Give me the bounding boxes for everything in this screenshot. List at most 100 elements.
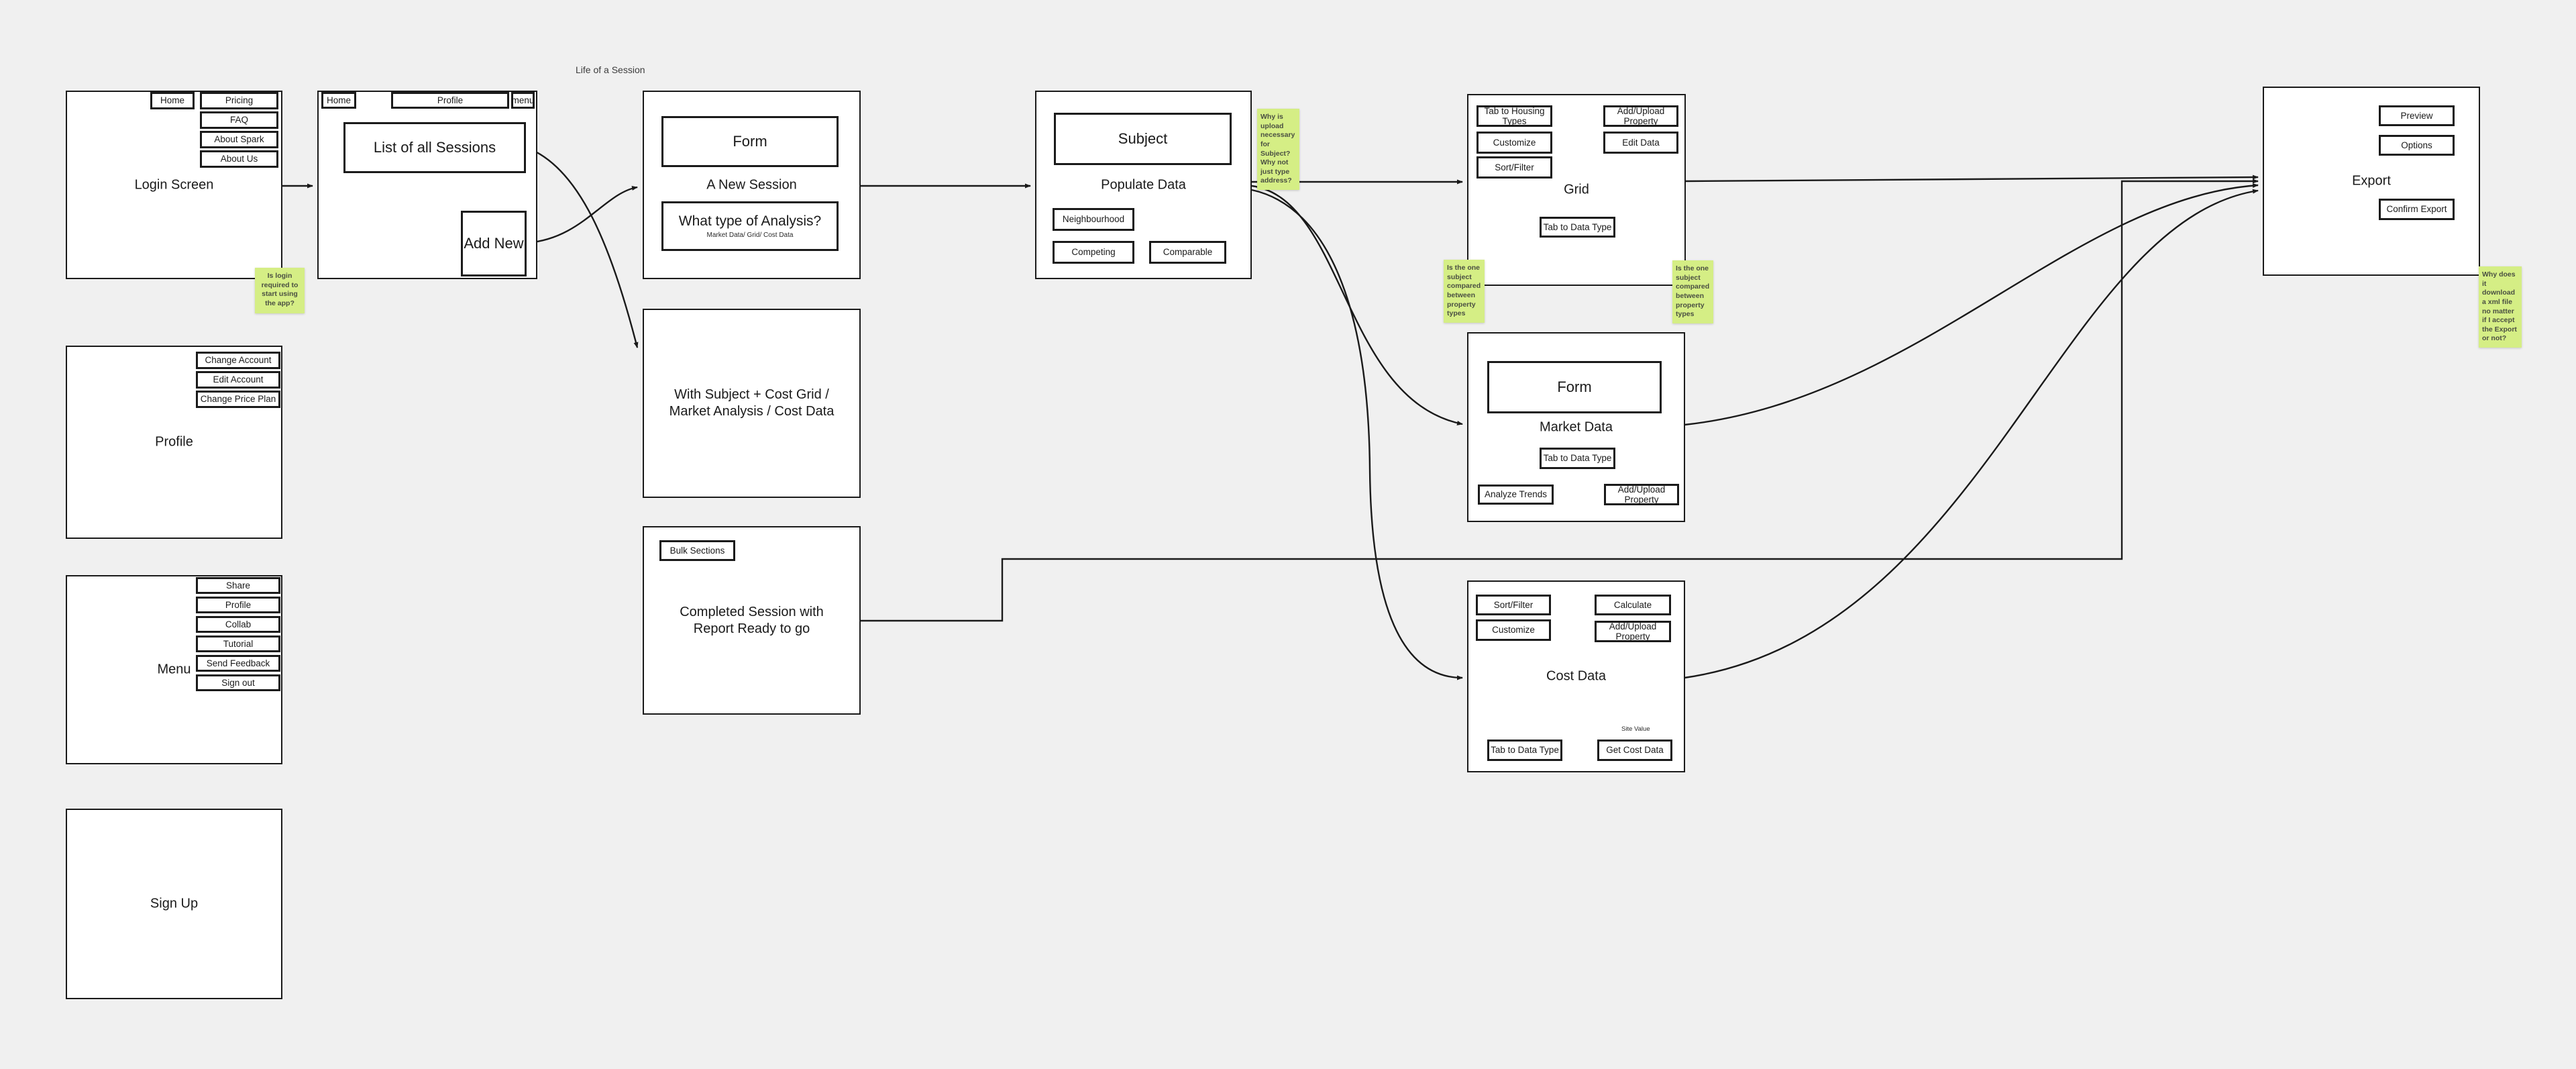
menu-nav-collab[interactable]: Collab	[196, 616, 280, 633]
sticky-note-subject[interactable]: Why is upload necessary for Subject? Why…	[1257, 109, 1299, 191]
grid-sort-filter-button[interactable]: Sort/Filter	[1477, 156, 1552, 179]
get-cost-data-button[interactable]: Get Cost Data	[1597, 740, 1672, 761]
login-nav-faq-label: FAQ	[229, 115, 248, 125]
tab-to-housing-types-button[interactable]: Tab to Housing Types	[1477, 105, 1552, 127]
sticky-note-grid-left[interactable]: Is the one subject compared between prop…	[1444, 260, 1485, 323]
menu-nav-share[interactable]: Share	[196, 577, 280, 594]
screen-signup[interactable]: Sign Up	[66, 809, 282, 999]
profile-nav-edit-account[interactable]: Edit Account	[196, 371, 280, 389]
cost-add-upload-property-button[interactable]: Add/Upload Property	[1595, 621, 1671, 642]
market-data-form-box[interactable]: Form	[1487, 361, 1662, 413]
export-label: Export	[2352, 173, 2391, 189]
market-tab-to-data-type-button[interactable]: Tab to Data Type	[1540, 448, 1615, 469]
diagram-title: Life of a Session	[576, 64, 645, 75]
connector-list-to-with-subject	[526, 146, 639, 348]
confirm-export-button[interactable]: Confirm Export	[2379, 199, 2455, 220]
connector-populate-to-cost	[1251, 189, 1463, 680]
screen-profile[interactable]: Change Account Edit Account Change Price…	[66, 346, 282, 539]
market-add-upload-property-label: Add/Upload Property	[1617, 484, 1666, 505]
screen-new-session[interactable]: Form A New Session What type of Analysis…	[643, 91, 861, 279]
calculate-button[interactable]: Calculate	[1595, 595, 1671, 615]
with-subject-label: With Subject + Cost Grid / Market Analys…	[669, 387, 835, 419]
options-button[interactable]: Options	[2379, 135, 2455, 156]
screen-menu[interactable]: Share Profile Collab Tutorial Send Feedb…	[66, 575, 282, 764]
cost-customize-button[interactable]: Customize	[1476, 619, 1551, 641]
list-of-all-sessions-button[interactable]: List of all Sessions	[343, 122, 526, 173]
screen-grid[interactable]: Tab to Housing Types Customize Sort/Filt…	[1467, 94, 1686, 286]
menu-nav-tutorial-label: Tutorial	[223, 638, 254, 649]
edit-data-button[interactable]: Edit Data	[1603, 132, 1678, 154]
profile-nav-change-price-plan-label: Change Price Plan	[200, 394, 276, 405]
market-tab-to-data-type-label: Tab to Data Type	[1543, 453, 1612, 464]
screen-completed-session[interactable]: Bulk Sections Completed Session with Rep…	[643, 526, 861, 715]
login-tab-home[interactable]: Home	[150, 92, 195, 109]
grid-customize-button[interactable]: Customize	[1477, 132, 1552, 154]
login-label: Login Screen	[134, 177, 214, 192]
login-nav-about-us[interactable]: About Us	[200, 150, 278, 168]
market-add-upload-property-button[interactable]: Add/Upload Property	[1604, 484, 1679, 505]
menu-nav-profile[interactable]: Profile	[196, 597, 280, 613]
subject-label: Subject	[1118, 130, 1168, 147]
competing-button[interactable]: Competing	[1053, 241, 1134, 264]
screen-export[interactable]: Preview Options Export Confirm Export	[2263, 87, 2480, 276]
analysis-type-box[interactable]: What type of Analysis? Market Data/ Grid…	[661, 201, 839, 251]
profile-nav-change-account[interactable]: Change Account	[196, 352, 280, 369]
screen-with-subject[interactable]: With Subject + Cost Grid / Market Analys…	[643, 309, 861, 498]
login-nav-about-spark-label: About Spark	[214, 134, 264, 145]
grid-tab-to-data-type-label: Tab to Data Type	[1543, 221, 1612, 232]
grid-add-upload-property-button[interactable]: Add/Upload Property	[1603, 105, 1678, 127]
menu-nav-share-label: Share	[225, 580, 251, 591]
subject-box[interactable]: Subject	[1054, 113, 1232, 165]
tab-to-housing-types-label: Tab to Housing Types	[1484, 105, 1545, 126]
menu-nav-collab-label: Collab	[225, 619, 252, 629]
screen-sessions[interactable]: Home Profile menu List of all Sessions A…	[317, 91, 537, 279]
profile-nav-change-price-plan[interactable]: Change Price Plan	[196, 391, 280, 408]
screen-login[interactable]: Home Pricing FAQ About Spark About Us Lo…	[66, 91, 282, 279]
bulk-sections-button[interactable]: Bulk Sections	[659, 540, 735, 561]
connector-populate-to-market	[1251, 185, 1463, 425]
options-label: Options	[2401, 140, 2432, 150]
grid-add-upload-property-label: Add/Upload Property	[1617, 105, 1665, 126]
get-cost-data-label: Get Cost Data	[1606, 745, 1664, 756]
cost-customize-label: Customize	[1492, 625, 1535, 635]
new-session-label: A New Session	[706, 177, 797, 192]
login-nav-about-spark[interactable]: About Spark	[200, 131, 278, 148]
connector-addnew-to-new-session	[526, 185, 638, 244]
neighbourhood-button[interactable]: Neighbourhood	[1053, 208, 1134, 231]
connector-grid-to-export	[1685, 174, 2259, 183]
signup-label: Sign Up	[150, 896, 199, 911]
login-tab-home-label: Home	[160, 95, 184, 106]
menu-nav-sign-out[interactable]: Sign out	[196, 674, 280, 691]
screen-market-data[interactable]: Form Market Data Tab to Data Type Analyz…	[1467, 332, 1685, 522]
competing-label: Competing	[1071, 247, 1116, 258]
menu-nav-send-feedback[interactable]: Send Feedback	[196, 655, 280, 672]
profile-label: Profile	[155, 434, 193, 450]
preview-button[interactable]: Preview	[2379, 105, 2455, 126]
profile-nav-edit-account-label: Edit Account	[213, 374, 264, 385]
connector-cost-to-export	[1684, 189, 2259, 679]
new-session-form-box[interactable]: Form	[661, 116, 839, 167]
sticky-note-login[interactable]: Is login required to start using the app…	[255, 268, 305, 313]
sessions-tab-menu[interactable]: menu	[511, 92, 535, 109]
login-nav-faq[interactable]: FAQ	[200, 111, 278, 129]
grid-customize-label: Customize	[1493, 137, 1536, 148]
screen-populate-data[interactable]: Subject Populate Data Neighbourhood Comp…	[1035, 91, 1252, 279]
sticky-note-grid-right[interactable]: Is the one subject compared between prop…	[1672, 260, 1713, 323]
cost-sort-filter-button[interactable]: Sort/Filter	[1476, 595, 1551, 615]
profile-nav-change-account-label: Change Account	[205, 355, 272, 366]
bulk-sections-label: Bulk Sections	[669, 545, 725, 556]
grid-tab-to-data-type-button[interactable]: Tab to Data Type	[1540, 217, 1615, 238]
login-nav-pricing[interactable]: Pricing	[200, 92, 278, 109]
analyze-trends-button[interactable]: Analyze Trends	[1478, 485, 1554, 505]
screen-cost-data[interactable]: Sort/Filter Customize Calculate Add/Uplo…	[1467, 580, 1685, 772]
sessions-tab-profile[interactable]: Profile	[391, 92, 509, 109]
menu-nav-profile-label: Profile	[225, 599, 252, 610]
add-new-button[interactable]: Add New	[461, 211, 527, 276]
sticky-note-export[interactable]: Why does it download a xml file no matte…	[2479, 266, 2522, 348]
sessions-tab-home[interactable]: Home	[321, 92, 356, 109]
comparable-button[interactable]: Comparable	[1149, 241, 1226, 264]
menu-nav-tutorial[interactable]: Tutorial	[196, 635, 280, 652]
grid-sort-filter-label: Sort/Filter	[1495, 162, 1534, 172]
cost-tab-to-data-type-button[interactable]: Tab to Data Type	[1487, 740, 1562, 761]
